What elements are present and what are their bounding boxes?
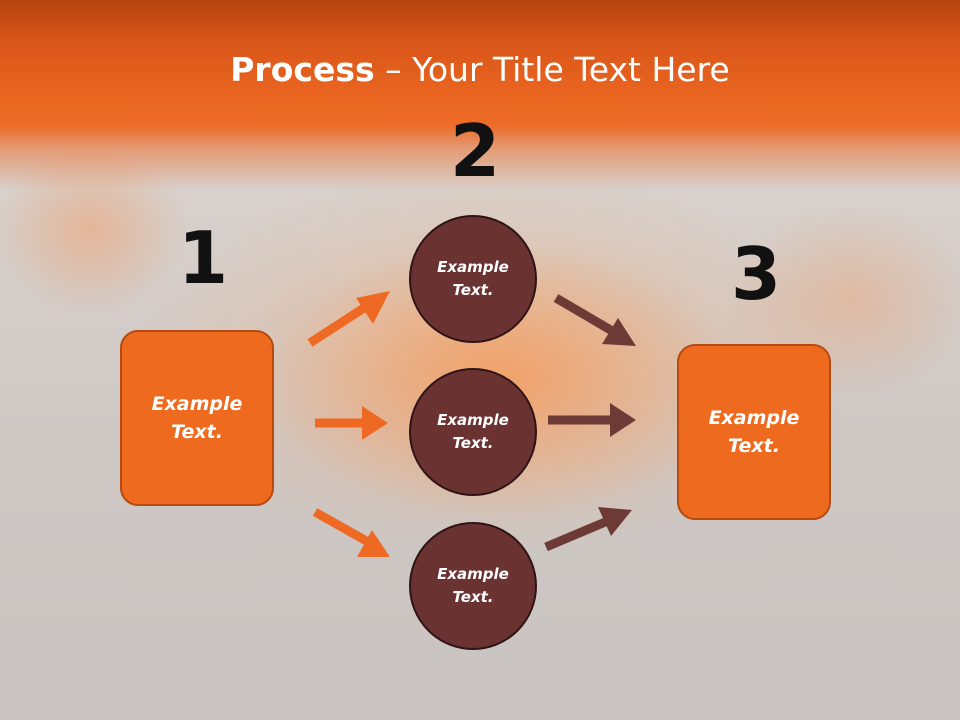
arrow-to-circle-3: [312, 508, 390, 557]
step-box-right-label: Example Text.: [708, 406, 800, 458]
arrow-to-circle-1: [307, 291, 390, 347]
title-rest: – Your Title Text Here: [374, 50, 730, 89]
process-circle-2-label: Example Text.: [437, 410, 509, 452]
arrow-from-circle-1: [553, 294, 636, 346]
process-circle-1: Example Text.: [409, 215, 537, 343]
arrow-to-circle-2: [315, 406, 388, 440]
step-box-left-label: Example Text.: [151, 392, 243, 444]
title-banner: [0, 0, 960, 190]
slide-title: Process – Your Title Text Here: [0, 50, 960, 89]
process-circle-3: Example Text.: [409, 522, 537, 650]
arrow-from-circle-2: [548, 403, 636, 437]
step-box-left: Example Text.: [120, 330, 274, 506]
step-number-3: 3: [731, 232, 782, 316]
step-number-2: 2: [450, 109, 501, 193]
process-circle-2: Example Text.: [409, 368, 537, 496]
arrow-from-circle-3: [544, 507, 632, 552]
process-circle-3-label: Example Text.: [437, 564, 509, 606]
process-circle-1-label: Example Text.: [437, 257, 509, 299]
step-number-1: 1: [178, 216, 229, 300]
step-box-right: Example Text.: [677, 344, 831, 520]
title-bold: Process: [230, 50, 375, 89]
